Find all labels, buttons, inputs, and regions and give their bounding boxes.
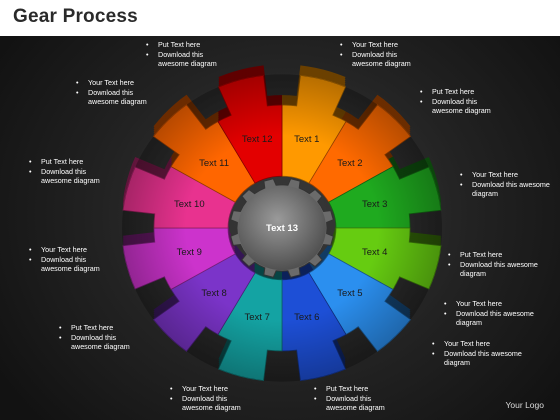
gear-segment-label-11: Text 11 — [199, 158, 229, 169]
callout-13-line-2: Download this awesome diagram — [74, 88, 164, 107]
gear-segment-label-5: Text 5 — [337, 288, 362, 299]
callout-4-line-2: Download this awesome diagram — [458, 180, 558, 199]
callout-9-line-1: Your Text here — [168, 384, 258, 394]
gear-segment-label-2: Text 2 — [337, 158, 362, 169]
gear-segment-label-3: Text 3 — [362, 199, 387, 210]
gear-segment-labels: Text 1 Text 2 Text 3 Text 4 Text 5 Text 6 Text… — [174, 134, 387, 323]
callout-8: Put Text here Download this awesome diag… — [312, 384, 402, 413]
gear-segment-label-1: Text 1 — [294, 134, 319, 145]
callout-13-line-1: Your Text here — [74, 78, 164, 88]
gear-segment-label-7: Text 7 — [245, 312, 270, 323]
callout-9-line-2: Download this awesome diagram — [168, 394, 258, 413]
gear-segment-label-9: Text 9 — [177, 247, 202, 258]
callout-6-line-1: Your Text here — [442, 299, 554, 309]
callout-5-line-1: Put Text here — [446, 250, 546, 260]
callout-5-line-2: Download this awesome diagram — [446, 260, 546, 279]
callout-3-line-1: Put Text here — [418, 87, 508, 97]
header-bar: Gear Process — [0, 0, 560, 36]
callout-12-line-2: Download this awesome diagram — [27, 167, 117, 186]
callout-10: Put Text here Download this awesome diag… — [57, 323, 147, 352]
callout-2-line-1: Your Text here — [338, 40, 428, 50]
callout-4: Your Text here Download this awesome dia… — [458, 170, 558, 199]
callout-3: Put Text here Download this awesome diag… — [418, 87, 508, 116]
callout-8-line-2: Download this awesome diagram — [312, 394, 402, 413]
gear-segment-label-8: Text 8 — [201, 288, 226, 299]
callout-9: Your Text here Download this awesome dia… — [168, 384, 258, 413]
gear-segment-label-6: Text 6 — [294, 312, 319, 323]
gear-hub-label: Text 13 — [266, 223, 298, 234]
callout-13: Your Text here Download this awesome dia… — [74, 78, 164, 107]
callout-11-line-1: Your Text here — [27, 245, 117, 255]
callout-10-line-2: Download this awesome diagram — [57, 333, 147, 352]
gear-hub-center — [238, 185, 326, 271]
gear-segment-label-10: Text 10 — [174, 199, 205, 210]
gear-segment-label-12: Text 12 — [242, 134, 273, 145]
callout-2-line-2: Download this awesome diagram — [338, 50, 428, 69]
callout-7-line-2: Download this awesome diagram — [430, 349, 542, 368]
callout-6: Your Text here Download this awesome dia… — [442, 299, 554, 328]
callout-1-line-1: Put Text here — [144, 40, 234, 50]
callout-1-line-2: Download this awesome diagram — [144, 50, 234, 69]
callout-7-line-1: Your Text here — [430, 339, 542, 349]
callout-12: Put Text here Download this awesome diag… — [27, 157, 117, 186]
callout-3-line-2: Download this awesome diagram — [418, 97, 508, 116]
page-title: Gear Process — [13, 6, 138, 27]
gear-segment-label-4: Text 4 — [362, 247, 387, 258]
callout-2: Your Text here Download this awesome dia… — [338, 40, 428, 69]
callout-7: Your Text here Download this awesome dia… — [430, 339, 542, 368]
callout-8-line-1: Put Text here — [312, 384, 402, 394]
callout-12-line-1: Put Text here — [27, 157, 117, 167]
callout-11-line-2: Download this awesome diagram — [27, 255, 117, 274]
callout-10-line-1: Put Text here — [57, 323, 147, 333]
callout-1: Put Text here Download this awesome diag… — [144, 40, 234, 69]
callout-4-line-1: Your Text here — [458, 170, 558, 180]
gear-hub: Text 13 — [230, 178, 334, 278]
logo-text: Your Logo — [505, 400, 544, 410]
callout-11: Your Text here Download this awesome dia… — [27, 245, 117, 274]
callout-6-line-2: Download this awesome diagram — [442, 309, 554, 328]
callout-5: Put Text here Download this awesome diag… — [446, 250, 546, 279]
